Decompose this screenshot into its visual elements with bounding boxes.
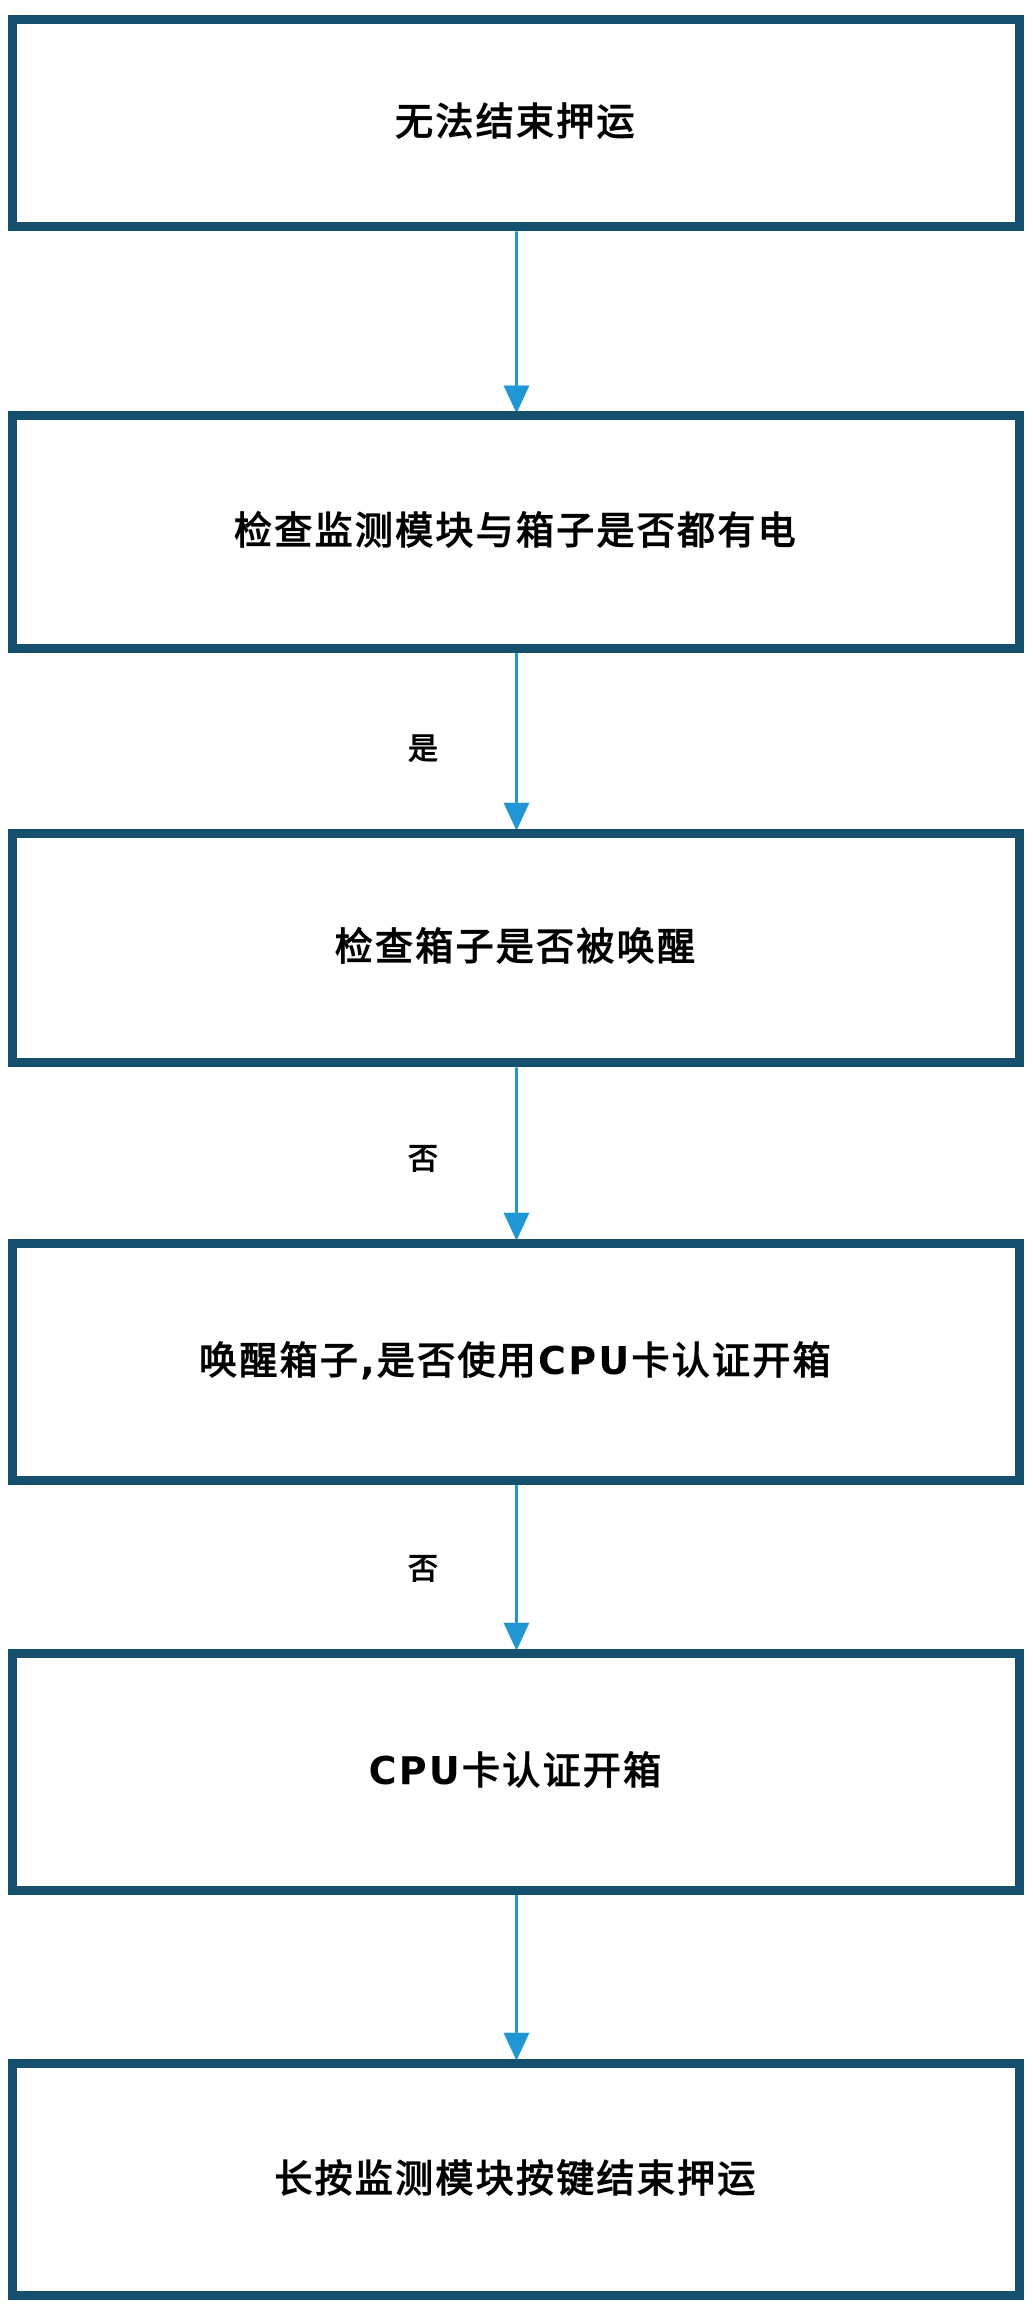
flow-node-label: 检查箱子是否被唤醒 [334,925,698,970]
flow-node-label: 检查监测模块与箱子是否都有电 [234,509,798,554]
flow-node-label: 唤醒箱子,是否使用CPU卡认证开箱 [199,1338,833,1383]
flow-node-n4[interactable]: 唤醒箱子,是否使用CPU卡认证开箱 [8,1238,1024,1485]
flow-node-label: CPU卡认证开箱 [368,1748,664,1793]
flow-node-label: 无法结束押运 [395,100,637,145]
flow-edge-label-e2: 是 [408,732,440,768]
flow-node-n6[interactable]: 长按监测模块按键结束押运 [8,2058,1024,2301]
flow-edge-label-e3: 否 [408,1142,440,1178]
flow-edge-arrowhead-e4 [503,1622,530,1651]
flow-node-n1[interactable]: 无法结束押运 [8,14,1024,232]
edge-layer [503,231,530,2061]
flow-edge-arrowhead-e3 [503,1212,530,1241]
flow-node-n5[interactable]: CPU卡认证开箱 [8,1648,1024,1895]
flow-edge-label-e4: 否 [408,1552,440,1588]
flow-edge-arrowhead-e2 [503,802,530,831]
flow-edge-arrowhead-e5 [503,2032,530,2061]
flow-edge-arrowhead-e1 [503,385,530,414]
flow-node-n2[interactable]: 检查监测模块与箱子是否都有电 [8,411,1024,654]
flow-node-n3[interactable]: 检查箱子是否被唤醒 [8,828,1024,1068]
flow-node-label: 长按监测模块按键结束押运 [274,2156,758,2201]
